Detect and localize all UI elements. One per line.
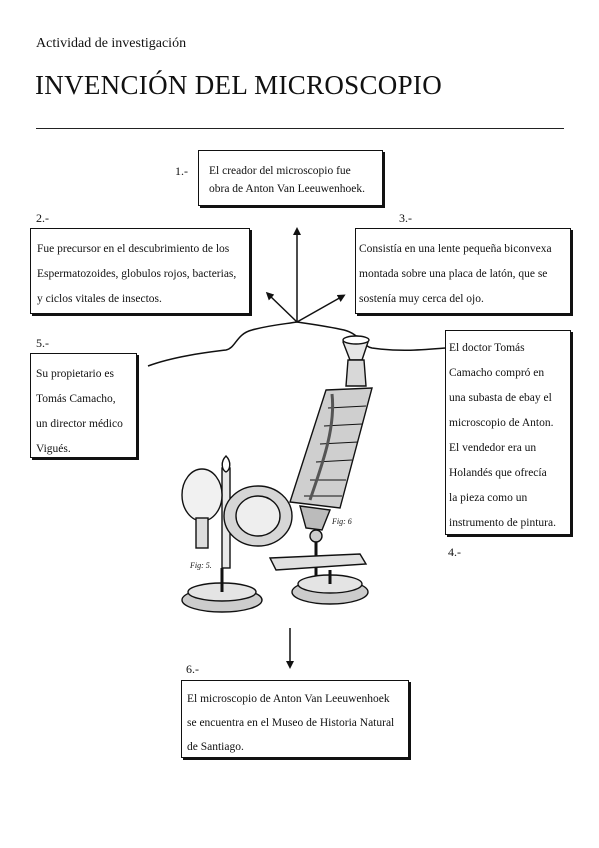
box-line: montada sobre una placa de latón, que se bbox=[359, 268, 548, 280]
title-divider bbox=[36, 128, 564, 129]
section-number-2: 2.- bbox=[36, 211, 49, 225]
box-line: Holandés que ofrecía bbox=[449, 467, 547, 479]
box-line: sostenía muy cerca del ojo. bbox=[359, 293, 484, 305]
info-box-5: Su propietario es Tomás Camacho, un dire… bbox=[30, 353, 137, 458]
box-line: instrumento de pintura. bbox=[449, 517, 556, 529]
section-number-1: 1.- bbox=[175, 164, 188, 178]
box-line: Fue precursor en el descubrimiento de lo… bbox=[37, 243, 230, 255]
box-line: de Santiago. bbox=[187, 741, 244, 753]
box-line: y ciclos vitales de insectos. bbox=[37, 293, 162, 305]
box-line: Consistía en una lente pequeña biconvexa bbox=[359, 243, 552, 255]
section-number-5: 5.- bbox=[36, 336, 49, 350]
box-line: Su propietario es bbox=[36, 368, 114, 380]
box-line: Vigués. bbox=[36, 443, 71, 455]
box-line: Tomás Camacho, bbox=[36, 393, 116, 405]
info-box-2: Fue precursor en el descubrimiento de lo… bbox=[30, 228, 250, 314]
box-line: El vendedor era un bbox=[449, 442, 537, 454]
info-box-4: El doctor Tomás Camacho compró en una su… bbox=[445, 330, 571, 535]
box-line: Espermatozoides, globulos rojos, bacteri… bbox=[37, 268, 237, 280]
box-line: una subasta de ebay el bbox=[449, 392, 552, 404]
arrow-to-3 bbox=[296, 294, 346, 323]
box-line: obra de Anton Van Leeuwenhoek. bbox=[209, 183, 365, 195]
figure-label-5: Fig: 5. bbox=[189, 561, 212, 570]
info-box-3: Consistía en una lente pequeña biconvexa… bbox=[355, 228, 571, 314]
box-line: la pieza como un bbox=[449, 492, 528, 504]
figure-label-6: Fig: 6 bbox=[331, 517, 352, 526]
box-line: se encuentra en el Museo de Historia Nat… bbox=[187, 717, 395, 729]
info-box-1: El creador del microscopio fue obra de A… bbox=[198, 150, 383, 206]
arrow-to-2 bbox=[265, 291, 298, 323]
box-line: Camacho compró en bbox=[449, 367, 545, 379]
page-title: INVENCIÓN DEL MICROSCOPIO bbox=[35, 70, 443, 100]
box-line: un director médico bbox=[36, 418, 123, 430]
box-line: microscopio de Anton. bbox=[449, 417, 554, 429]
box-line: El microscopio de Anton Van Leeuwenhoek bbox=[187, 693, 390, 705]
section-number-4: 4.- bbox=[448, 545, 461, 559]
box-line: El doctor Tomás bbox=[449, 342, 525, 354]
box-line: El creador del microscopio fue bbox=[209, 165, 351, 177]
info-box-6: El microscopio de Anton Van Leeuwenhoek … bbox=[181, 680, 409, 758]
section-number-3: 3.- bbox=[399, 211, 412, 225]
activity-subtitle: Actividad de investigación bbox=[36, 36, 187, 51]
section-number-6: 6.- bbox=[186, 662, 199, 676]
microscope-illustration: Fig: 5. Fig: 6 bbox=[181, 335, 373, 613]
